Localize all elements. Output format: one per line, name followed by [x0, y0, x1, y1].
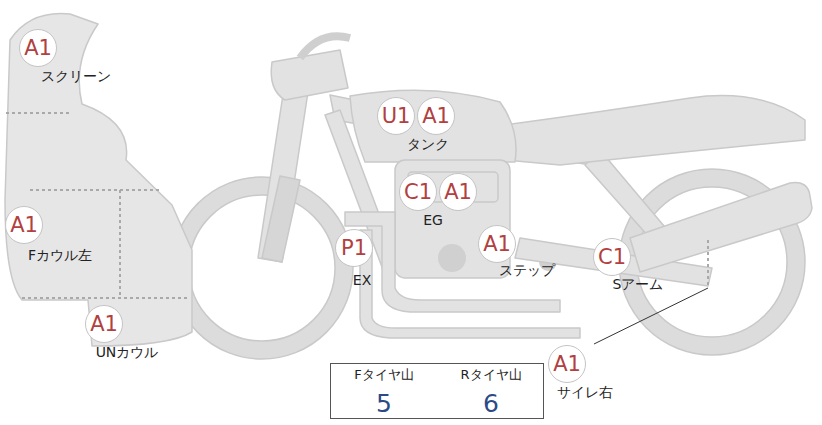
table-cell: Rタイヤ山	[438, 364, 544, 386]
table-value: 6	[483, 389, 499, 418]
part-name: Sアーム	[613, 277, 664, 292]
table-header: Rタイヤ山	[460, 366, 521, 384]
damage-badge: A1	[5, 206, 43, 244]
damage-badge: A1	[478, 225, 516, 263]
table-header: Fタイヤ山	[354, 366, 413, 384]
damage-code: C1	[598, 247, 626, 268]
table-value: 5	[376, 389, 392, 418]
damage-badge: A1	[439, 173, 477, 211]
damage-code: A1	[483, 234, 511, 255]
damage-badge: A1	[417, 97, 455, 135]
part-name: タンク	[407, 137, 449, 152]
part-name: ステップ	[499, 263, 555, 278]
damage-badge: C1	[593, 238, 631, 276]
tire-table: Fタイヤ山 Rタイヤ山 5 6	[330, 363, 544, 419]
part-name: サイレ右	[557, 385, 613, 400]
part-name: Fカウル左	[28, 248, 92, 263]
table-cell: Fタイヤ山	[331, 364, 437, 386]
table-cell: 6	[438, 387, 544, 419]
damage-code: A1	[24, 38, 52, 59]
damage-badge: C1	[399, 173, 437, 211]
damage-code: A1	[444, 182, 472, 203]
damage-code: P1	[341, 238, 367, 259]
damage-badge: A1	[85, 305, 123, 343]
damage-badge: P1	[335, 229, 373, 267]
part-name: UNカウル	[96, 345, 159, 360]
table-cell: 5	[331, 387, 437, 419]
damage-code: C1	[404, 182, 432, 203]
leader-line	[594, 288, 708, 344]
damage-code: A1	[422, 106, 450, 127]
damage-code: A1	[553, 354, 581, 375]
damage-code: U1	[382, 106, 411, 127]
damage-badge: A1	[548, 345, 586, 383]
part-name: EG	[423, 213, 443, 228]
damage-code: A1	[90, 314, 118, 335]
damage-badge: A1	[19, 29, 57, 67]
part-name: スクリーン	[41, 69, 111, 84]
part-name: EX	[353, 273, 371, 288]
damage-badge: U1	[377, 97, 415, 135]
damage-code: A1	[10, 215, 38, 236]
